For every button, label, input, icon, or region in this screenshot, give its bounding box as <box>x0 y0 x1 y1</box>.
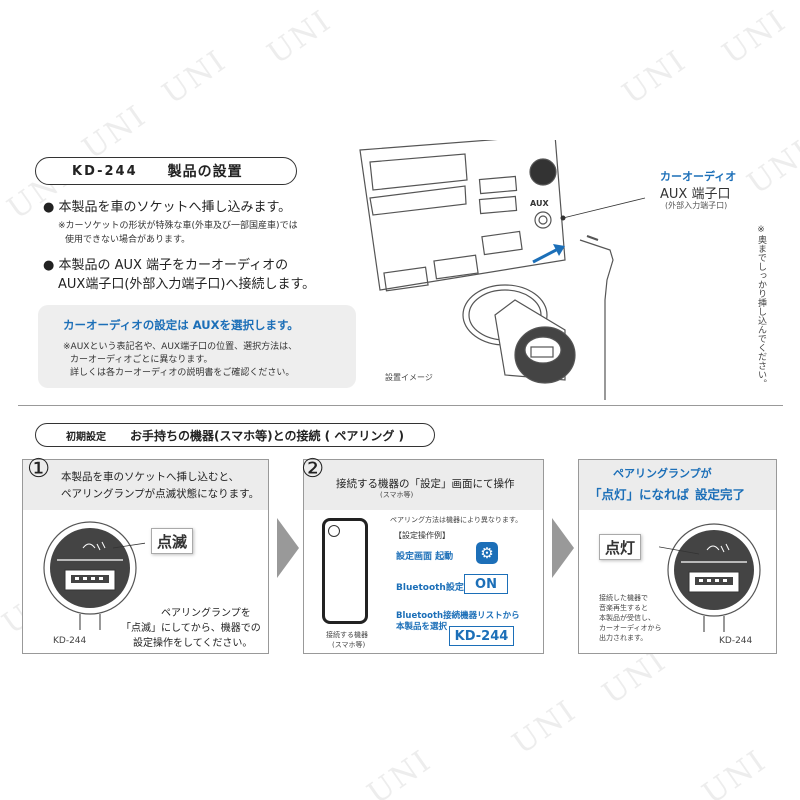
watermark: UNI <box>361 743 439 800</box>
pairing-method-note: ペアリング方法は機器により異なります。 <box>390 516 523 524</box>
settings-example-heading: 【設定操作例】 <box>394 531 450 540</box>
watermark: UNI <box>741 133 800 202</box>
install-heading: KD-244 製品の設置 <box>35 157 297 185</box>
step-1-line-2: ペアリングランプが点滅状態になります。 <box>61 488 260 500</box>
step-2-panel: ② 接続する機器の「設定」画面にて操作 (スマホ等) ペアリング方法は機器により… <box>301 454 544 654</box>
step-arrow-1 <box>277 518 299 578</box>
setup-title: お手持ちの機器(スマホ等)との接続 ( ペアリング ) <box>130 428 404 443</box>
watermark: UNI <box>261 3 339 72</box>
car-audio-illustration <box>359 140 646 400</box>
device-list-line-1: Bluetooth接続機器リストから <box>396 611 520 621</box>
settings-launch-label: 設定画面 起動 <box>396 552 454 562</box>
watermark: UNI <box>506 693 584 762</box>
step-3-panel: ペアリングランプが 「点灯」になれば 設定完了 点灯 接続した機器で 音楽再生す… <box>578 459 777 654</box>
step-3-line-2b: 設定完了 <box>695 487 746 502</box>
install-note-1: ※カーソケットの形状が特殊な車(外車及び一部国産車)では <box>58 221 298 231</box>
model-label: KD-244 <box>72 163 138 179</box>
aux-port-sub: (外部入力端子口) <box>665 201 728 210</box>
bluetooth-on-value: ON <box>464 574 508 594</box>
aux-info-line-2: カーオーディオごとに異なります。 <box>70 355 213 365</box>
aux-info-title: カーオーディオの設定は AUXを選択します。 <box>63 318 299 332</box>
step-2-number: ② <box>301 454 325 484</box>
aux-panel-text: AUX <box>530 199 549 208</box>
step-1-desc-1: ペアリングランプを <box>161 608 251 619</box>
install-bullet-2: ● 本製品の AUX 端子をカーオーディオの <box>43 258 289 273</box>
setup-label: 初期設定 <box>66 431 106 443</box>
step-1-desc-3: 設定操作をしてください。 <box>133 638 253 649</box>
phone-caption-2: (スマホ等) <box>332 641 366 649</box>
step-3-line-2a: 「点灯」になれば <box>589 487 690 502</box>
install-note-2: 使用できない場合があります。 <box>65 235 191 245</box>
device-lit-illustration <box>659 523 761 632</box>
step-1-number: ① <box>27 454 51 484</box>
setup-heading: 初期設定 お手持ちの機器(スマホ等)との接続 ( ペアリング ) <box>35 423 435 447</box>
lamp-blinking-label: 点滅 <box>151 528 193 554</box>
install-bullet-1: ● 本製品を車のソケットへ挿し込みます。 <box>43 200 292 215</box>
watermark: UNI <box>696 743 774 800</box>
step-3-model: KD-244 <box>719 636 753 646</box>
step-3-desc-2: 音楽再生すると <box>599 604 648 612</box>
watermark: UNI <box>156 43 234 112</box>
step-2-title: 接続する機器の「設定」画面にて操作 <box>336 478 515 490</box>
insert-fully-note: ※奥までしっかり挿し込んでください。 <box>756 225 766 388</box>
device-list-line-2: 本製品を選択 <box>396 622 448 632</box>
step-arrow-2 <box>552 518 574 578</box>
device-blinking-illustration <box>43 521 145 630</box>
step-3-desc-3: 本製品が受信し、 <box>599 614 655 622</box>
lamp-lit-label: 点灯 <box>599 534 641 560</box>
phone-caption-1: 接続する機器 <box>326 631 368 639</box>
step-1-model: KD-244 <box>53 636 87 646</box>
section-divider <box>18 405 783 406</box>
car-audio-label: カーオーディオ <box>660 170 737 183</box>
step-3-line-1: ペアリングランプが <box>613 467 712 480</box>
install-bullet-2b: AUX端子口(外部入力端子口)へ接続します。 <box>58 277 316 292</box>
watermark: UNI <box>716 3 794 72</box>
step-1-desc-2: 「点滅」にしてから、機器での <box>121 623 261 634</box>
step-3-desc-5: 出力されます。 <box>599 634 648 642</box>
aux-info-line-3: 詳しくは各カーオーディオの説明書をご確認ください。 <box>70 368 295 378</box>
illustration-caption: 設置イメージ <box>385 373 433 382</box>
step-3-desc-4: カーオーディオから <box>599 624 662 632</box>
install-title: 製品の設置 <box>167 164 243 180</box>
smartphone-illustration <box>322 518 368 624</box>
aux-info-box: カーオーディオの設定は AUXを選択します。 ※AUXという表記名や、AUX端子… <box>38 305 356 388</box>
step-1-line-1: 本製品を車のソケットへ挿し込むと、 <box>61 471 240 483</box>
step-1-panel: ① 本製品を車のソケットへ挿し込むと、 ペアリングランプが点滅状態になります。 … <box>22 454 269 654</box>
aux-info-line-1: ※AUXという表記名や、AUX端子口の位置、選択方法は、 <box>63 342 298 352</box>
bluetooth-setting-label: Bluetooth設定 <box>396 583 464 593</box>
step-2-title-sub: (スマホ等) <box>380 491 414 499</box>
step-3-desc-1: 接続した機器で <box>599 594 648 602</box>
device-model-value: KD-244 <box>449 626 514 646</box>
watermark: UNI <box>616 43 694 112</box>
settings-gear-icon: ⚙ <box>476 542 498 564</box>
aux-port-label: AUX 端子口 <box>660 187 731 202</box>
